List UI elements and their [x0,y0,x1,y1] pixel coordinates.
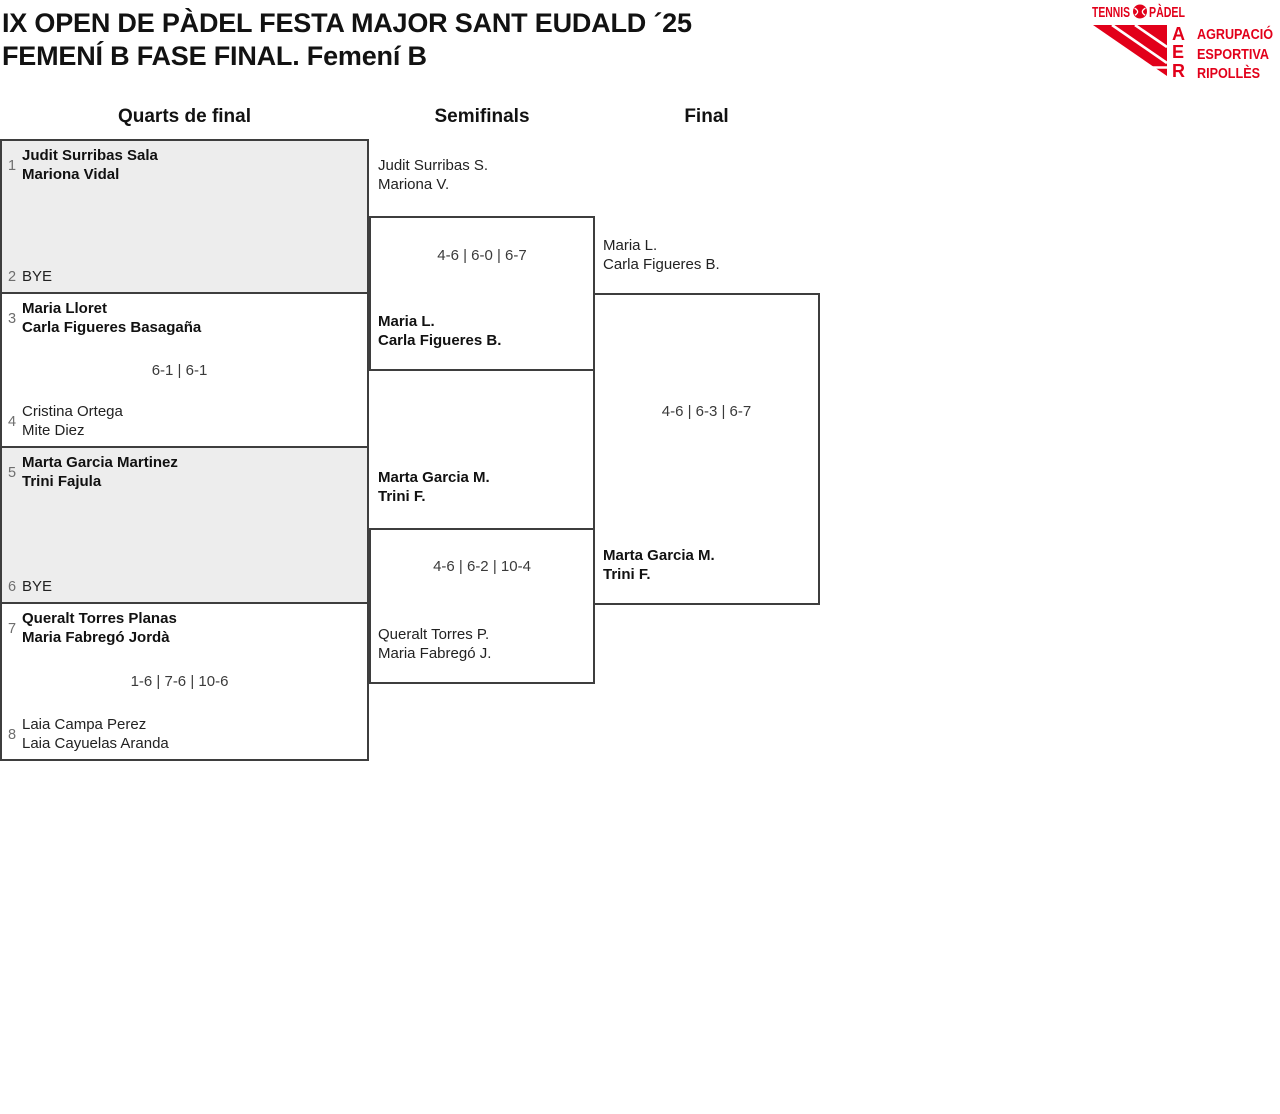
seed-number: 1 [7,157,17,174]
team-names: BYE [22,267,53,285]
semifinal2-team-bottom: Queralt Torres P.Maria Fabregó J. [378,626,492,662]
final-winner: Marta Garcia M.Trini F. [603,547,715,583]
match-score: 1-6 | 7-6 | 10-6 [130,673,229,690]
logo-org-line3: RIPOLLÈS [1197,65,1260,80]
logo-triangle-icon [1093,23,1169,76]
final-score: 4-6 | 6-3 | 6-7 [661,403,752,420]
seed-number: 3 [7,310,17,327]
match-score [2,216,357,235]
semifinal1-team-top: Judit Surribas S.Mariona V. [378,157,489,193]
logo-org-line1: AGRUPACIÓ [1197,25,1273,43]
seed-number: 7 [7,620,17,637]
logo-monogram-r: R [1172,61,1185,80]
page-title-line1: IX OPEN DE PÀDEL FESTA MAJOR SANT EUDALD… [2,8,692,38]
seed-number: 8 [7,726,17,743]
semifinal2-team-top: Marta Garcia M.Trini F. [378,469,490,505]
team-names: BYE [22,577,53,595]
semifinal1-score: 4-6 | 6-0 | 6-7 [437,247,527,264]
final-team-top: Maria L.Carla Figueres B. [603,237,720,273]
round-header-semifinals: Semifinals [434,106,530,127]
logo-ball-icon [1133,4,1147,19]
semifinal2-match-box [369,528,595,684]
logo-monogram-a: A [1172,24,1185,44]
semifinal2-score: 4-6 | 6-2 | 10-4 [433,558,531,575]
club-logo: TENNIS PÀDEL A E R AGRUPACIÓ ESPORTIVA R… [1092,4,1273,80]
team-row: 2 BYE [2,268,357,287]
logo-monogram-e: E [1172,42,1184,62]
round-header-final: Final [684,106,729,127]
logo-org-line2: ESPORTIVA [1197,47,1269,63]
page-title: IX OPEN DE PÀDEL FESTA MAJOR SANT EUDALD… [2,7,692,73]
round-header-quarterfinals: Quarts de final [117,106,252,127]
final-match-box [593,293,820,605]
logo-tennis-text: TENNIS [1092,4,1130,21]
match-score [2,525,357,544]
match-score: 6-1 | 6-1 [151,361,208,379]
seed-number: 4 [7,413,17,430]
semifinal1-team-bottom: Maria L.Carla Figueres B. [378,313,502,349]
page-title-line2: FEMENÍ B FASE FINAL. Femení B [2,41,427,71]
logo-padel-text: PÀDEL [1149,4,1185,21]
seed-number: 6 [7,578,17,595]
seed-number: 5 [7,464,17,481]
team-row: 6 BYE [2,578,357,597]
seed-number: 2 [7,268,17,285]
